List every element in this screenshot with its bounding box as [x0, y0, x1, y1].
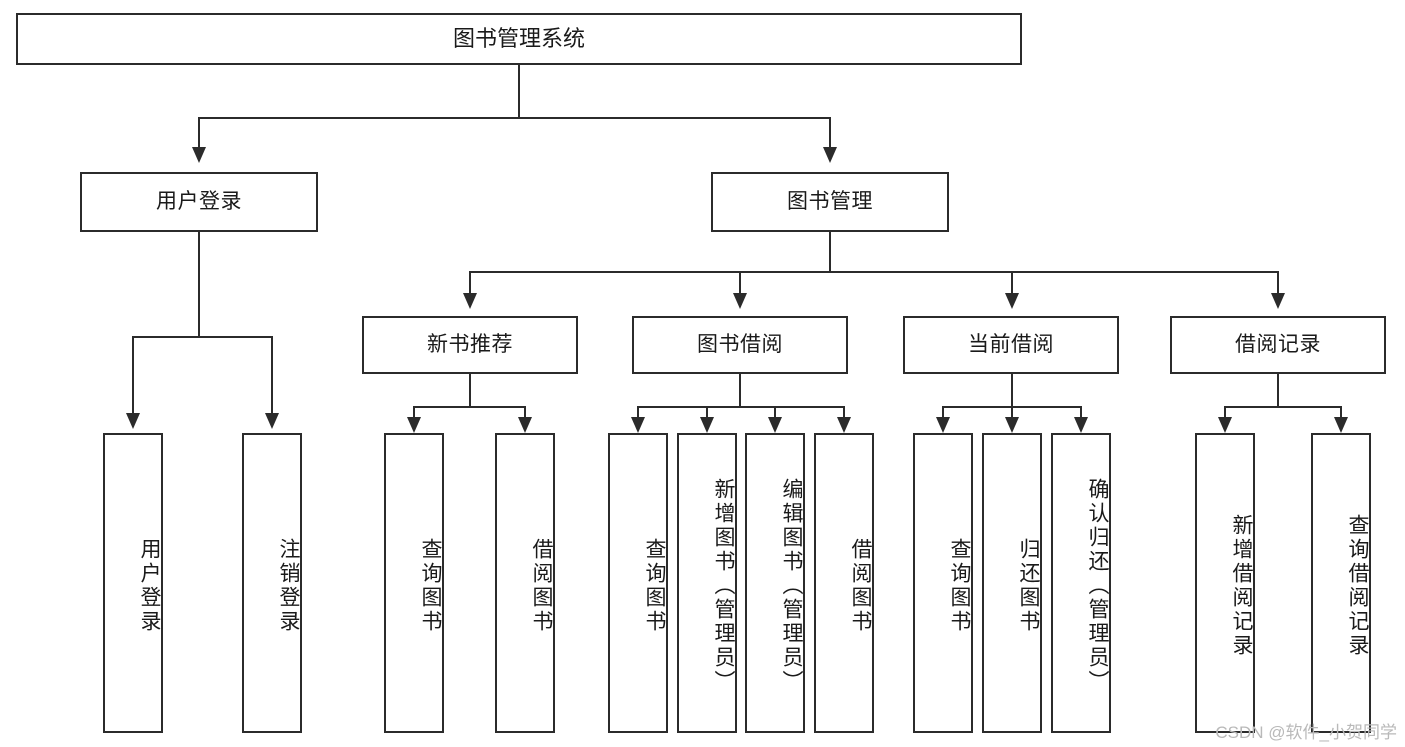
node-leaf-user-logout-label: 注销登录 [277, 538, 300, 634]
connector-drop-current-borrow [1011, 271, 1013, 293]
connector-borrow-record-trunk [1277, 374, 1279, 407]
connector-new-book-rec-bar [413, 406, 526, 408]
node-leaf-query-book-3[interactable]: 查询图书 [913, 433, 973, 733]
arrow-user-login-leaf-1 [126, 413, 140, 429]
arrow-current-borrow-leaf-1 [936, 417, 950, 433]
connector-book-borrow-trunk [739, 374, 741, 407]
arrow-current-borrow-leaf-3 [1074, 417, 1088, 433]
connector-new-book-rec-drop-2 [524, 406, 526, 417]
connector-current-borrow-drop-2 [1011, 406, 1013, 417]
node-leaf-user-logout[interactable]: 注销登录 [242, 433, 302, 733]
node-leaf-return-book[interactable]: 归还图书 [982, 433, 1042, 733]
connector-borrow-record-drop-1 [1224, 406, 1226, 417]
connector-new-book-rec-trunk [469, 374, 471, 407]
arrow-book-borrow-leaf-2 [700, 417, 714, 433]
connector-user-login-trunk [198, 232, 200, 337]
node-root-label: 图书管理系统 [452, 26, 585, 52]
node-current-borrow-label: 当前借阅 [968, 332, 1054, 356]
node-leaf-confirm-return-label: 确认归还（管理员） [1086, 478, 1109, 694]
node-borrow-record-label: 借阅记录 [1235, 332, 1321, 356]
connector-root-trunk [518, 65, 520, 118]
node-current-borrow[interactable]: 当前借阅 [903, 316, 1119, 374]
arrow-new-book-rec-leaf-1 [407, 417, 421, 433]
arrow-borrow-record-leaf-2 [1334, 417, 1348, 433]
node-leaf-query-book-3-label: 查询图书 [948, 538, 971, 634]
connector-root-to-book-manage [829, 117, 831, 147]
connector-new-book-rec-drop-1 [413, 406, 415, 417]
arrow-book-borrow-leaf-1 [631, 417, 645, 433]
node-leaf-query-book-1-label: 查询图书 [419, 538, 442, 634]
connector-current-borrow-drop-3 [1080, 406, 1082, 417]
node-leaf-query-book-2-label: 查询图书 [643, 538, 666, 634]
connector-level3-bar [469, 271, 1279, 273]
connector-current-borrow-drop-1 [942, 406, 944, 417]
node-book-manage-label: 图书管理 [787, 189, 873, 213]
connector-current-borrow-trunk [1011, 374, 1013, 407]
connector-borrow-record-bar [1224, 406, 1342, 408]
node-leaf-add-book-label: 新增图书（管理员） [712, 478, 735, 694]
connector-drop-borrow-record [1277, 271, 1279, 293]
arrow-borrow-record [1271, 293, 1285, 309]
arrow-root-to-book-manage [823, 147, 837, 163]
node-leaf-edit-book-label: 编辑图书（管理员） [780, 478, 803, 694]
node-user-login[interactable]: 用户登录 [80, 172, 318, 232]
arrow-book-borrow [733, 293, 747, 309]
node-borrow-record[interactable]: 借阅记录 [1170, 316, 1386, 374]
arrow-root-to-user-login [192, 147, 206, 163]
connector-book-borrow-drop-3 [774, 406, 776, 417]
node-user-login-label: 用户登录 [156, 189, 242, 213]
node-book-borrow[interactable]: 图书借阅 [632, 316, 848, 374]
node-book-borrow-label: 图书借阅 [697, 332, 783, 356]
connector-borrow-record-drop-2 [1340, 406, 1342, 417]
node-leaf-add-record-label: 新增借阅记录 [1230, 514, 1253, 658]
connector-drop-new-book-rec [469, 271, 471, 293]
connector-book-borrow-drop-4 [843, 406, 845, 417]
connector-book-borrow-drop-2 [706, 406, 708, 417]
connector-book-borrow-bar [637, 406, 845, 408]
node-leaf-borrow-book-1[interactable]: 借阅图书 [495, 433, 555, 733]
arrow-borrow-record-leaf-1 [1218, 417, 1232, 433]
arrow-book-borrow-leaf-3 [768, 417, 782, 433]
connector-drop-book-borrow [739, 271, 741, 293]
node-leaf-return-book-label: 归还图书 [1017, 538, 1040, 634]
connector-root-to-user-login [198, 117, 200, 147]
node-leaf-query-record-label: 查询借阅记录 [1346, 514, 1369, 658]
arrow-new-book-rec-leaf-2 [518, 417, 532, 433]
arrow-new-book-rec [463, 293, 477, 309]
node-leaf-query-record[interactable]: 查询借阅记录 [1311, 433, 1371, 733]
node-book-manage[interactable]: 图书管理 [711, 172, 949, 232]
connector-book-manage-trunk [829, 232, 831, 272]
node-new-book-rec[interactable]: 新书推荐 [362, 316, 578, 374]
connector-user-login-drop-2 [271, 336, 273, 413]
csdn-watermark: CSDN @软件_小贺同学 [1215, 723, 1397, 742]
node-leaf-user-login[interactable]: 用户登录 [103, 433, 163, 733]
node-leaf-add-book[interactable]: 新增图书（管理员） [677, 433, 737, 733]
node-leaf-query-book-1[interactable]: 查询图书 [384, 433, 444, 733]
node-leaf-borrow-book-2[interactable]: 借阅图书 [814, 433, 874, 733]
connector-book-borrow-drop-1 [637, 406, 639, 417]
connector-user-login-drop-1 [132, 336, 134, 413]
node-leaf-add-record[interactable]: 新增借阅记录 [1195, 433, 1255, 733]
node-leaf-borrow-book-2-label: 借阅图书 [849, 538, 872, 634]
node-new-book-rec-label: 新书推荐 [427, 332, 513, 356]
node-leaf-confirm-return[interactable]: 确认归还（管理员） [1051, 433, 1111, 733]
node-leaf-query-book-2[interactable]: 查询图书 [608, 433, 668, 733]
arrow-book-borrow-leaf-4 [837, 417, 851, 433]
node-root[interactable]: 图书管理系统 [16, 13, 1022, 65]
connector-root-bar [198, 117, 831, 119]
arrow-current-borrow-leaf-2 [1005, 417, 1019, 433]
arrow-user-login-leaf-2 [265, 413, 279, 429]
node-leaf-borrow-book-1-label: 借阅图书 [530, 538, 553, 634]
arrow-current-borrow [1005, 293, 1019, 309]
node-leaf-edit-book[interactable]: 编辑图书（管理员） [745, 433, 805, 733]
node-leaf-user-login-label: 用户登录 [138, 538, 161, 634]
connector-user-login-bar [132, 336, 273, 338]
